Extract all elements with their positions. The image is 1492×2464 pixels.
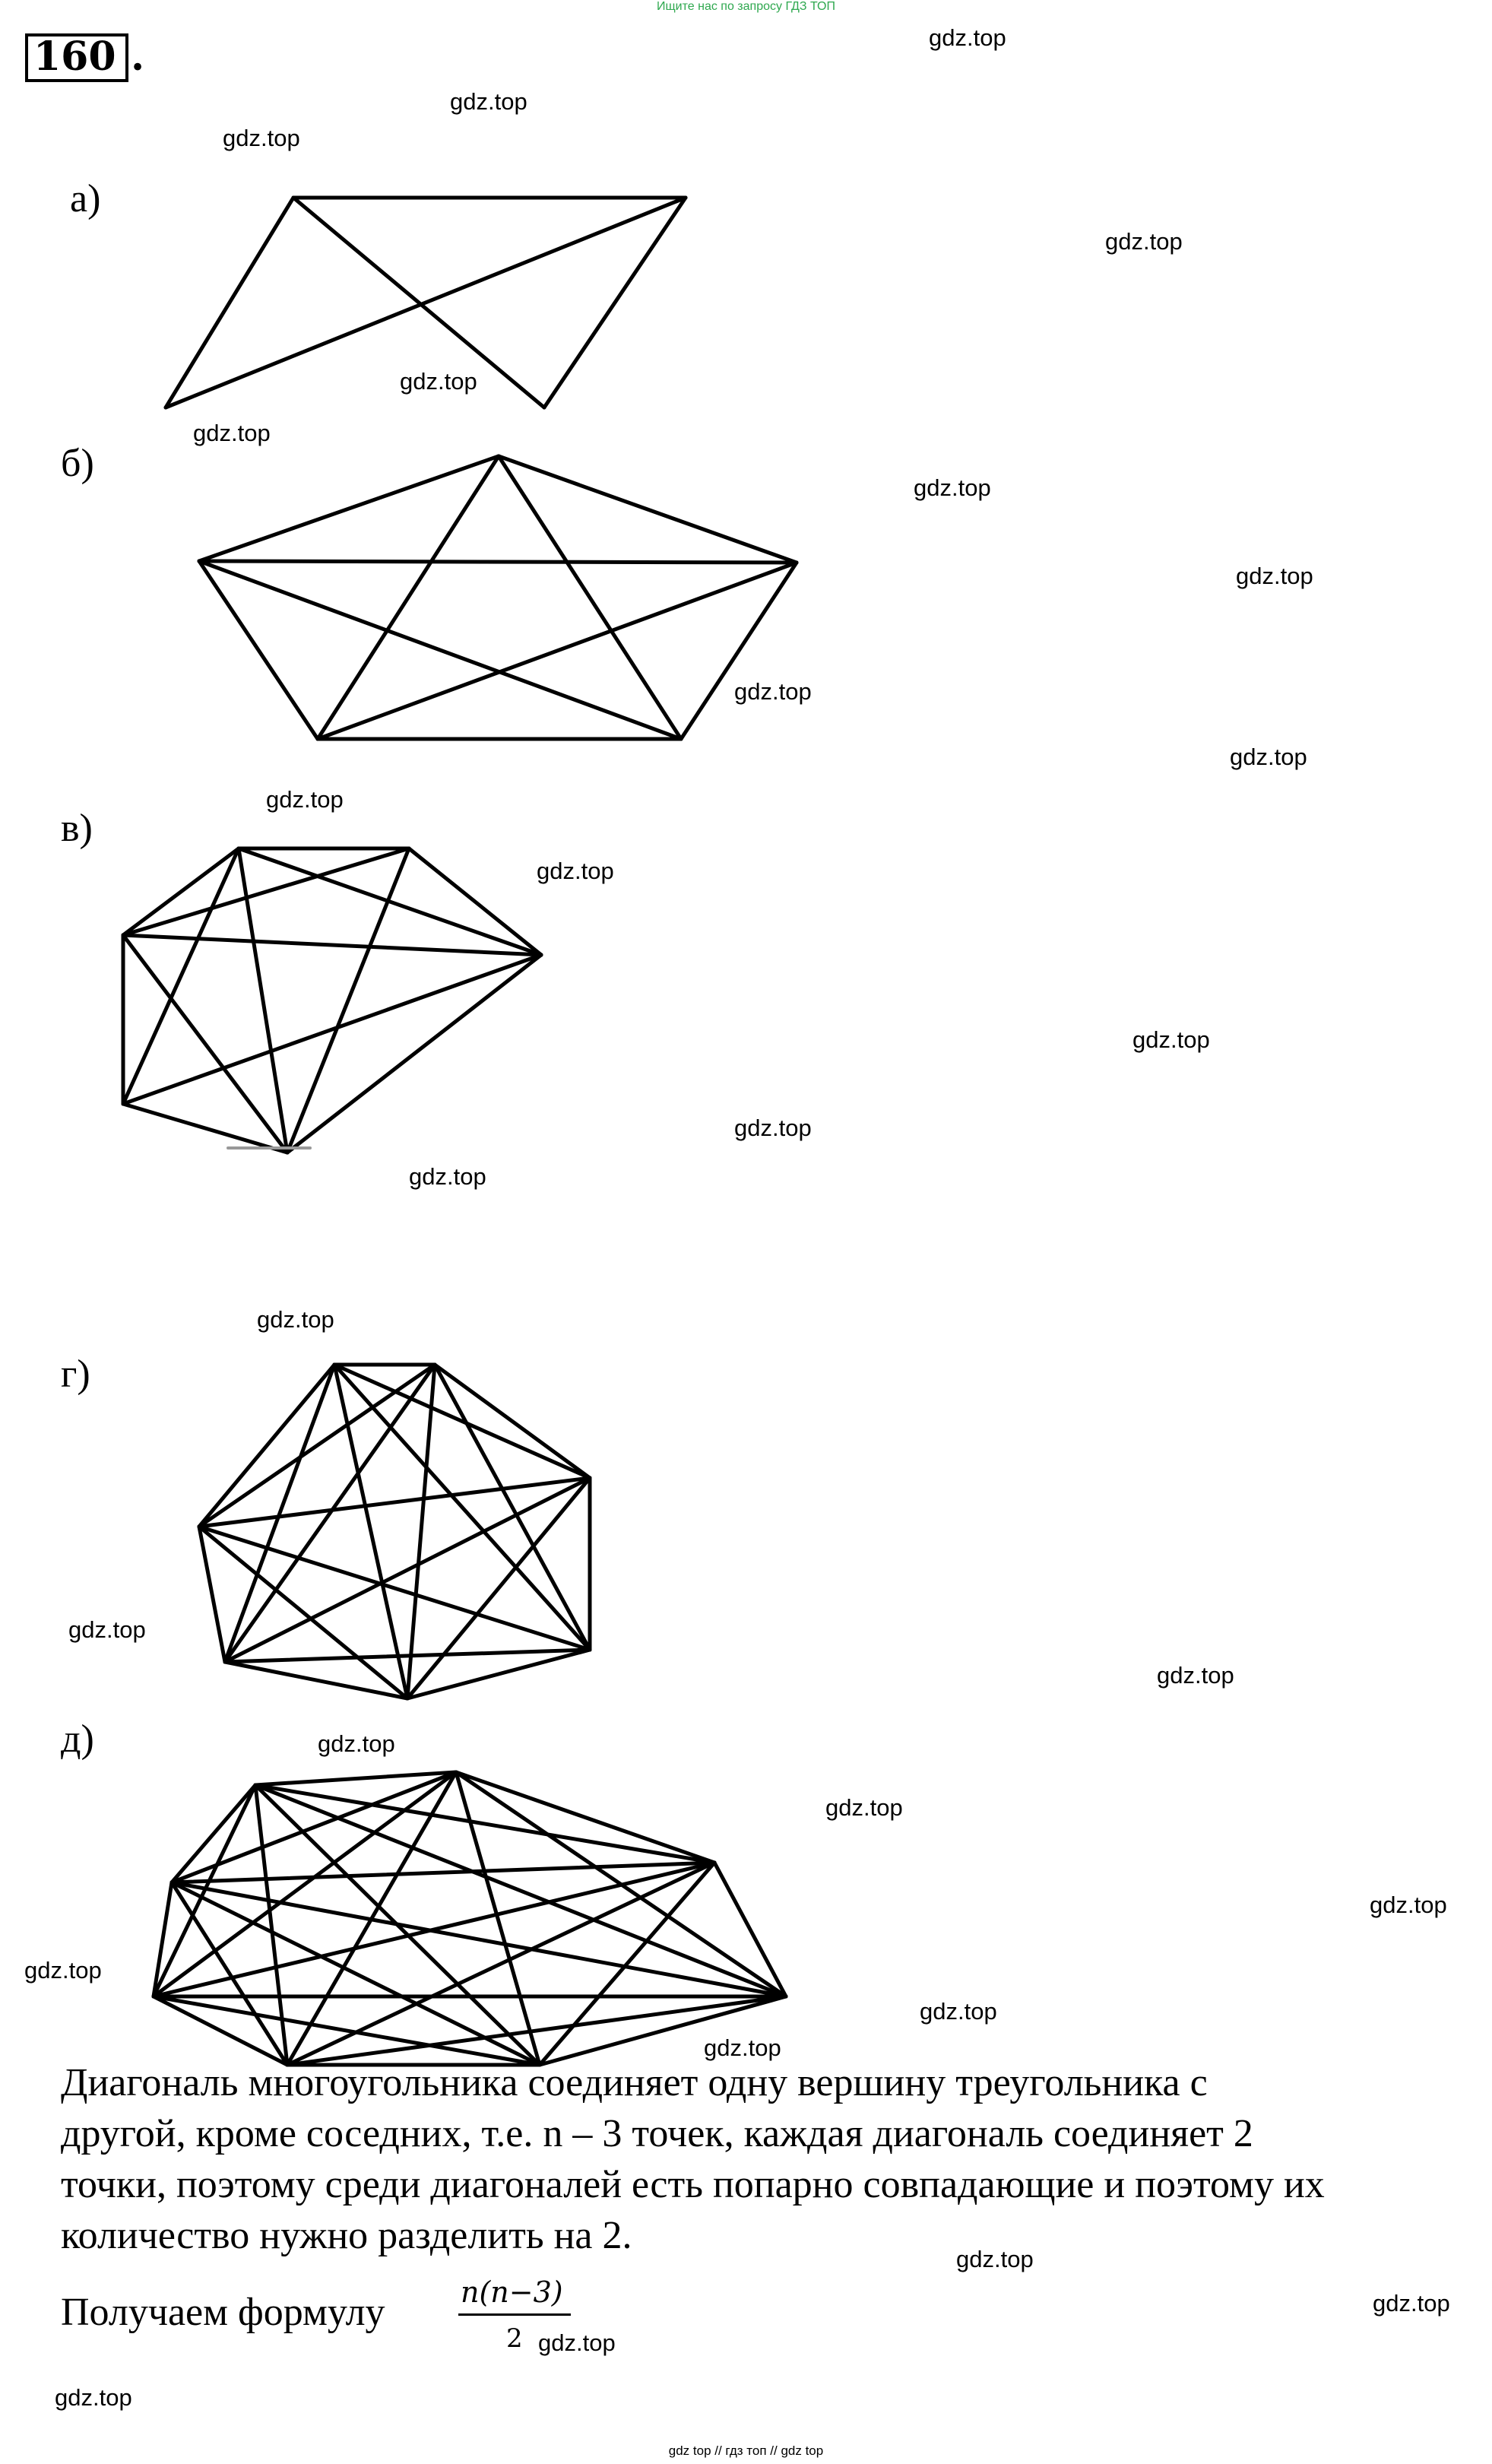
watermark: gdz.top xyxy=(538,2329,616,2356)
explanation-line-2: другой, кроме соседних, т.е. n – 3 точек… xyxy=(61,2112,1253,2155)
watermark: gdz.top xyxy=(1132,1026,1210,1053)
figure-g-heptagon xyxy=(197,1362,592,1701)
figure-d-octagon xyxy=(151,1770,788,2067)
formula-numerator: n(n−3) xyxy=(461,2275,563,2309)
watermark: gdz.top xyxy=(266,786,344,813)
figure-label-d: д) xyxy=(61,1717,94,1761)
header-search-note: Ищите нас по запросу ГДЗ ТОП xyxy=(657,0,835,13)
explanation-line-4: количество нужно разделить на 2. xyxy=(61,2214,632,2257)
watermark: gdz.top xyxy=(914,474,991,501)
formula-intro: Получаем формулу xyxy=(61,2291,385,2334)
problem-number: 160 xyxy=(33,33,116,80)
watermark: gdz.top xyxy=(400,368,477,395)
watermark: gdz.top xyxy=(1373,2290,1450,2317)
watermark: gdz.top xyxy=(1236,563,1313,589)
watermark: gdz.top xyxy=(450,88,527,115)
watermark: gdz.top xyxy=(929,24,1006,51)
watermark: gdz.top xyxy=(825,1794,903,1821)
figure-label-b: б) xyxy=(61,442,94,485)
figure-label-g: г) xyxy=(61,1353,90,1396)
figure-b-pentagon xyxy=(197,454,799,741)
explanation-line-1: Диагональ многоугольника соединяет одну … xyxy=(61,2061,1208,2104)
watermark: gdz.top xyxy=(257,1306,334,1333)
watermark: gdz.top xyxy=(24,1957,102,1984)
watermark: gdz.top xyxy=(318,1730,395,1757)
watermark: gdz.top xyxy=(409,1163,486,1190)
watermark: gdz.top xyxy=(734,1115,812,1141)
formula-denominator: 2 xyxy=(506,2323,523,2354)
watermark: gdz.top xyxy=(704,2034,781,2061)
watermark: gdz.top xyxy=(55,2384,132,2411)
watermark: gdz.top xyxy=(1105,228,1183,255)
figure-label-v: в) xyxy=(61,807,93,850)
figure-a-quadrilateral xyxy=(163,195,688,410)
footer-note: gdz top // гдз топ // gdz top xyxy=(668,2443,824,2458)
problem-number-box xyxy=(25,33,128,82)
watermark: gdz.top xyxy=(68,1616,146,1643)
figure-label-a: а) xyxy=(70,177,101,220)
watermark: gdz.top xyxy=(956,2246,1034,2272)
figure-v-hexagon xyxy=(121,846,543,1155)
watermark: gdz.top xyxy=(1230,744,1307,770)
watermark: gdz.top xyxy=(734,678,812,705)
fraction-bar xyxy=(458,2313,571,2316)
watermark: gdz.top xyxy=(223,125,300,151)
watermark: gdz.top xyxy=(920,1998,997,2025)
watermark: gdz.top xyxy=(537,858,614,884)
explanation-paragraph: Диагональ многоугольника соединяет одну … xyxy=(61,2057,1482,2261)
watermark: gdz.top xyxy=(193,420,271,446)
watermark: gdz.top xyxy=(1157,1662,1234,1689)
problem-number-dot: . xyxy=(131,33,145,80)
watermark: gdz.top xyxy=(1370,1892,1447,1918)
explanation-line-3: точки, поэтому среди диагоналей есть поп… xyxy=(61,2163,1325,2206)
